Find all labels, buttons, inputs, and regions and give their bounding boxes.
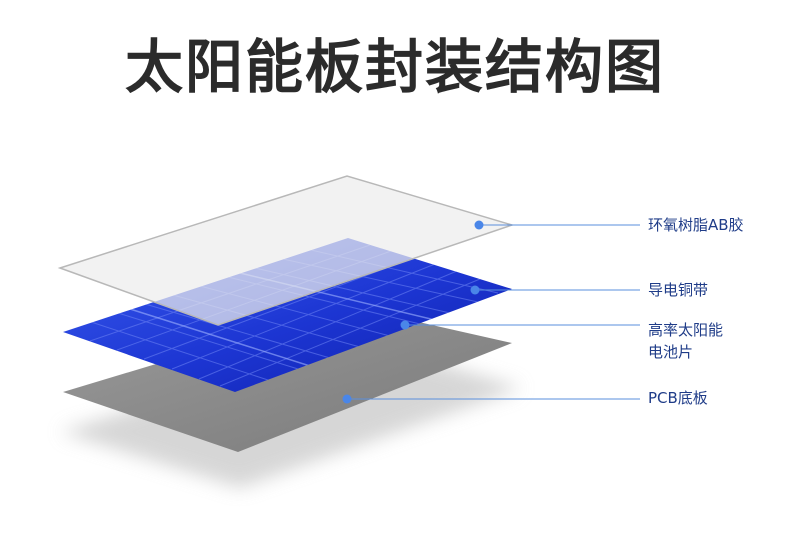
pcb-base-layer <box>63 306 512 452</box>
leader-dots <box>342 220 484 404</box>
label-copper-ribbon-text: 导电铜带 <box>648 281 709 299</box>
label-epoxy-resin-text: 环氧树脂AB胶 <box>648 216 744 234</box>
dot-epoxy <box>474 220 484 230</box>
label-pcb-base-text: PCB底板 <box>648 389 708 407</box>
dot-copper <box>470 285 480 295</box>
label-epoxy-resin: 环氧树脂AB胶 <box>648 214 744 236</box>
label-copper-ribbon: 导电铜带 <box>648 279 708 301</box>
dot-cell <box>400 320 410 330</box>
label-solar-cell: 高率太阳能 电池片 <box>648 319 723 363</box>
dot-pcb <box>342 394 352 404</box>
leader-lines <box>347 224 640 400</box>
label-pcb-base: PCB底板 <box>648 387 708 409</box>
solar-cell-layer <box>63 238 512 392</box>
label-solar-cell-line-1: 高率太阳能 <box>648 321 724 339</box>
diagram-title: 太阳能板封装结构图 <box>124 33 665 101</box>
label-solar-cell-line-2: 电池片 <box>648 343 694 361</box>
